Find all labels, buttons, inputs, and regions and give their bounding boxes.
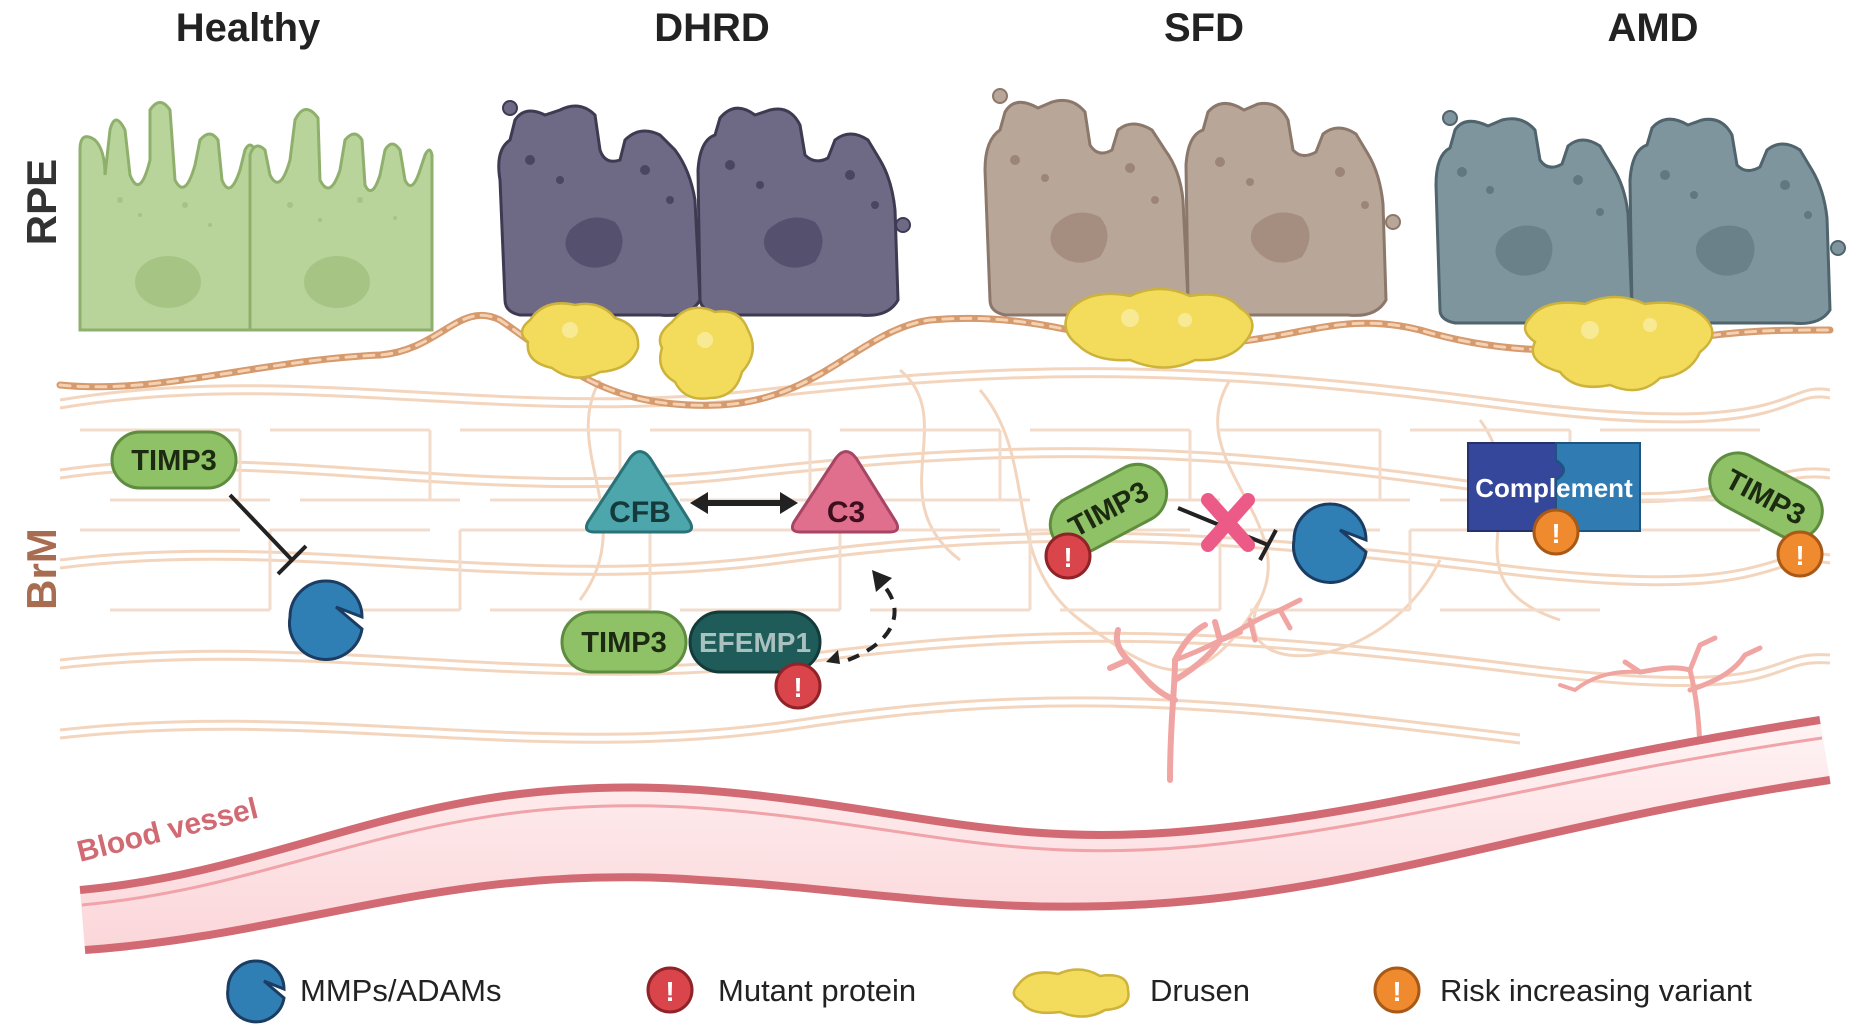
legend-drusen-icon <box>1012 968 1130 1018</box>
dhrd-rpe-cell-right <box>696 106 900 317</box>
legend-risk-icon: ! <box>1373 966 1421 1014</box>
sfd-rpe-cell-left <box>983 98 1190 317</box>
drusen-dhrd-left <box>520 302 640 379</box>
drusen-deposits <box>520 287 1714 400</box>
sfd-rpe-cells <box>983 88 1401 317</box>
drusen-amd <box>1523 295 1714 392</box>
amd-rpe-cell-right <box>1628 117 1832 325</box>
timp3-dhrd-label: TIMP3 <box>581 627 666 659</box>
legend-mutant-icon: ! <box>646 966 694 1014</box>
timp3-amd-pill <box>1708 451 1824 541</box>
legend-drusen-label: Drusen <box>1150 973 1250 1008</box>
healthy-rpe-cells <box>78 101 434 332</box>
legend-mmps-label: MMPs/ADAMs <box>300 973 502 1008</box>
cfb-triangle-icon <box>585 450 693 534</box>
legend-mutant-label: Mutant protein <box>718 973 917 1008</box>
mmp-sfd-icon <box>1292 502 1368 584</box>
dhrd-rpe-cells <box>497 100 911 317</box>
column-title-sfd: SFD <box>1164 6 1244 50</box>
rpe-side-label: RPE <box>18 158 65 246</box>
healthy-rpe-cell-left <box>78 101 257 332</box>
drusen-sfd <box>1064 287 1254 369</box>
c3-triangle-icon <box>791 450 899 534</box>
cfb-c3-arrow <box>690 492 798 514</box>
dhrd-rpe-cell-left <box>497 104 702 317</box>
drusen-dhrd-right <box>658 306 755 400</box>
risk-marker-complement: ! <box>1532 508 1580 556</box>
inhibition-blocked-icon <box>1201 493 1255 552</box>
brm-fiber-network <box>59 367 1831 745</box>
svg-text:!: ! <box>1795 540 1804 571</box>
c3-label: C3 <box>827 496 865 529</box>
choroidal-neovessels <box>1107 597 1763 783</box>
column-title-healthy: Healthy <box>175 6 321 50</box>
mutant-marker-efemp1: ! <box>774 662 822 710</box>
column-title-amd: AMD <box>1607 6 1699 50</box>
risk-marker-timp3-amd: ! <box>1776 530 1824 578</box>
blood-vessel <box>79 716 1831 954</box>
brm-side-label: BrM <box>18 528 65 610</box>
svg-text:!: ! <box>665 976 674 1007</box>
complement-right-block <box>1555 442 1641 532</box>
blood-vessel-label: Blood vessel <box>74 792 262 869</box>
amd-rpe-cells <box>1434 110 1846 325</box>
timp3-healthy-pill <box>110 430 238 490</box>
timp3-dhrd-pill <box>560 610 688 674</box>
efemp1-pill <box>688 610 822 674</box>
mutant-marker-timp3-sfd: ! <box>1044 532 1092 580</box>
complement-label: Complement <box>1475 473 1633 503</box>
mmp-healthy-icon <box>288 579 364 661</box>
legend-mmp-icon <box>226 959 286 1024</box>
legend-risk-label: Risk increasing variant <box>1440 973 1752 1008</box>
timp3-healthy-label: TIMP3 <box>131 445 216 477</box>
sfd-failed-inhibition <box>1177 493 1278 561</box>
svg-text:!: ! <box>793 672 802 703</box>
svg-text:!: ! <box>1063 542 1072 573</box>
healthy-inhibition <box>228 493 308 576</box>
efemp1-feedback-arrow <box>826 570 897 664</box>
svg-text:!: ! <box>1392 976 1401 1007</box>
efemp1-label: EFEMP1 <box>699 627 811 658</box>
column-title-dhrd: DHRD <box>654 6 770 50</box>
amd-rpe-cell-left <box>1434 117 1634 325</box>
healthy-rpe-cell-right <box>248 108 434 332</box>
svg-text:!: ! <box>1551 518 1560 549</box>
cfb-label: CFB <box>609 496 671 529</box>
legend-icons: ! ! <box>226 959 1421 1024</box>
sfd-rpe-cell-right <box>1184 101 1388 317</box>
